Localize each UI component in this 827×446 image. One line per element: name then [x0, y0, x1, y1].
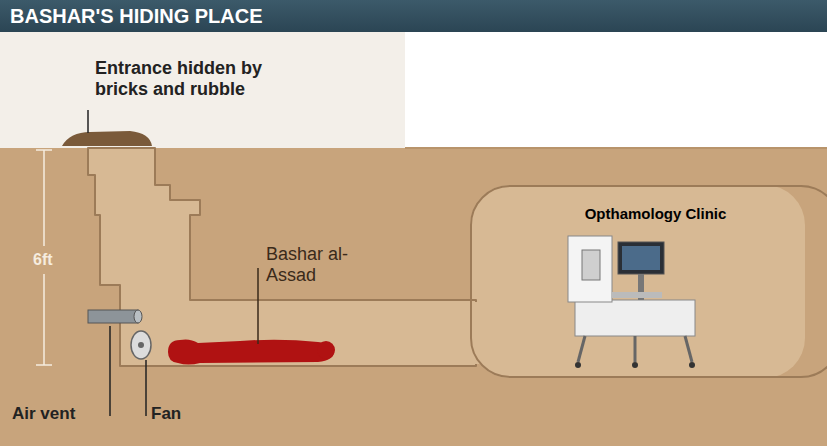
clinic-chamber: Opthamology Clinic: [470, 185, 827, 378]
machine-wheel: [575, 362, 581, 368]
leader-line: [109, 326, 111, 416]
machine-column: [568, 236, 612, 302]
shaft-tunnel: [88, 148, 476, 366]
air-vent-pipe: [134, 310, 142, 323]
body-figure: [168, 339, 334, 364]
leader-line: [257, 268, 259, 344]
dimension-tick: [36, 149, 52, 151]
machine-wheel: [689, 362, 695, 368]
title-text: BASHAR'S HIDING PLACE: [10, 5, 263, 28]
air-vent-pipe: [88, 310, 138, 323]
machine-lens: [582, 250, 600, 280]
air-vent-label: Air vent: [12, 404, 75, 424]
machine-keyboard: [612, 292, 662, 298]
machine-leg: [578, 336, 585, 362]
machine-leg: [634, 336, 637, 362]
dimension-tick: [36, 364, 52, 366]
entrance-label: Entrance hidden by bricks and rubble: [95, 58, 295, 99]
fan-symbol: [131, 331, 151, 359]
ground: [0, 148, 827, 446]
fan-hub: [138, 342, 144, 348]
sky-panel: [0, 30, 405, 150]
dimension-line: [43, 150, 45, 246]
leader-line: [87, 110, 89, 133]
ground-line: [405, 147, 827, 149]
machine-monitor: [618, 242, 664, 274]
dimension-line: [43, 274, 45, 365]
machine-wheel: [632, 362, 638, 368]
chamber-label: Opthamology Clinic: [472, 205, 827, 222]
fan-label: Fan: [151, 404, 181, 424]
eye-exam-machine: [568, 236, 695, 368]
machine-table: [575, 300, 695, 336]
person-label: Bashar al-Assad: [266, 244, 376, 285]
machine-leg: [685, 336, 692, 362]
body-head: [317, 341, 335, 359]
machine-screen: [622, 246, 660, 270]
leader-line: [145, 360, 147, 416]
rubble-mound: [62, 131, 152, 146]
dimension-label: 6ft: [31, 250, 55, 270]
